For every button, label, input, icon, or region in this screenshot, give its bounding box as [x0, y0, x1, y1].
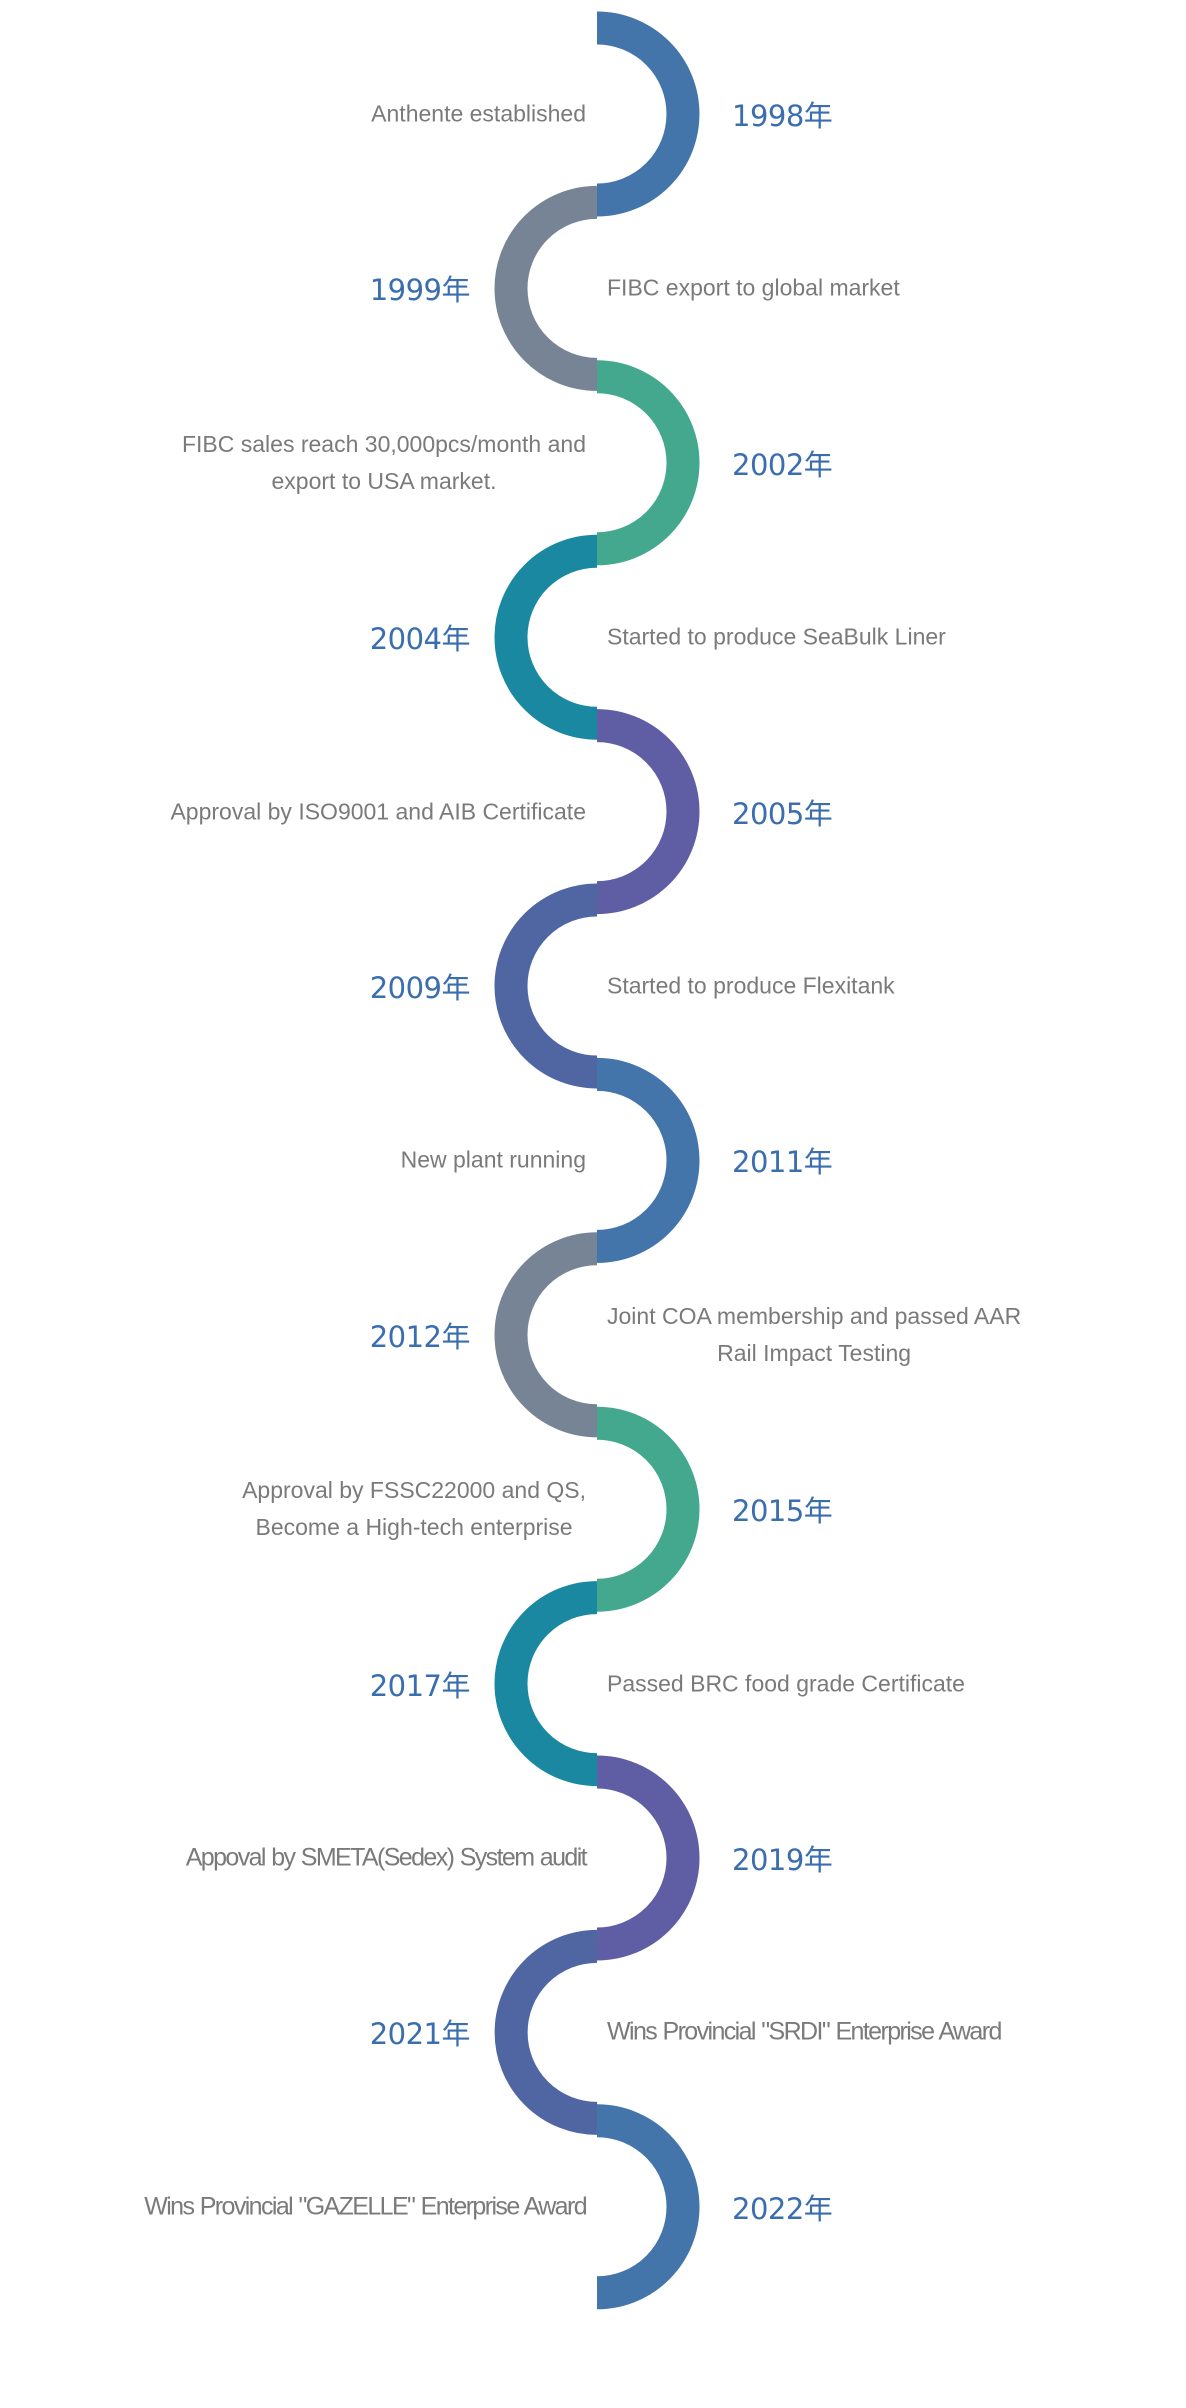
- description-line: Become a High-tech enterprise: [255, 1514, 573, 1541]
- description-line: Wins Provincial "GAZELLE" Enterprise Awa…: [144, 2192, 587, 2221]
- description-line: FIBC export to global market: [607, 274, 900, 301]
- timeline-arc-segment: [494, 185, 598, 391]
- timeline-description: Approval by FSSC22000 and QS, Become a Hi…: [242, 1472, 586, 1546]
- description-line: New plant running: [400, 1146, 586, 1173]
- timeline-description: FIBC sales reach 30,000pcs/month and expo…: [182, 426, 586, 500]
- description-line: Approval by ISO9001 and AIB Certificate: [170, 798, 586, 825]
- description-line: export to USA market.: [271, 467, 497, 494]
- timeline-description: New plant running: [401, 1142, 586, 1179]
- timeline-year: 2009年: [369, 971, 471, 1005]
- description-line: Approval by FSSC22000 and QS,: [242, 1477, 586, 1504]
- timeline-year: 1998年: [732, 99, 833, 133]
- timeline-description: Wins Provincial "GAZELLE" Enterprise Awa…: [144, 2188, 587, 2225]
- timeline-description: Anthente established: [371, 96, 586, 133]
- timeline-arc-segment: [596, 1406, 700, 1612]
- timeline-year: 2011年: [732, 1145, 833, 1180]
- timeline-description: Appoval by SMETA(Sedex) System audit: [185, 1840, 588, 1877]
- timeline-arc-segment: [596, 2104, 700, 2310]
- timeline-arc-segment: [494, 1581, 598, 1787]
- timeline-year: 2022年: [732, 2191, 833, 2226]
- timeline-year: 2012年: [369, 1319, 471, 1354]
- timeline-arc-segment: [494, 1929, 598, 2135]
- description-line: Wins Provincial "SRDI" Enterprise Award: [607, 2017, 1002, 2046]
- description-line: Started to produce Flexitank: [607, 972, 895, 999]
- timeline-description: Approval by ISO9001 and AIB Certificate: [170, 793, 586, 830]
- description-line: Anthente established: [371, 100, 586, 127]
- timeline-arc-segment: [596, 1755, 700, 1961]
- timeline-description: Wins Provincial "SRDI" Enterprise Award: [607, 2014, 1002, 2051]
- timeline-year: 2017年: [369, 1668, 471, 1703]
- timeline-arc-segment: [494, 883, 598, 1089]
- description-line: Rail Impact Testing: [717, 1339, 912, 1366]
- timeline-year: 2002年: [732, 447, 833, 482]
- timeline-year: 2019年: [732, 1843, 833, 1877]
- timeline-year: 1999年: [369, 273, 471, 308]
- timeline-description: Started to produce SeaBulk Liner: [607, 619, 946, 656]
- timeline-description: Passed BRC food grade Certificate: [607, 1665, 965, 1702]
- timeline-arc-segment: [596, 709, 700, 915]
- timeline-year: 2005年: [732, 796, 833, 831]
- timeline-year: 2015年: [732, 1494, 833, 1529]
- description-line: Joint COA membership and passed AAR: [607, 1302, 1022, 1329]
- description-line: Appoval by SMETA(Sedex) System audit: [185, 1843, 588, 1872]
- timeline-description: FIBC export to global market: [607, 270, 900, 307]
- timeline-year: 2021年: [369, 2017, 471, 2052]
- description-line: FIBC sales reach 30,000pcs/month and: [181, 430, 586, 457]
- timeline-arc-segment: [596, 11, 700, 217]
- timeline-arc-segment: [494, 534, 598, 740]
- timeline-arc-segment: [494, 1232, 598, 1438]
- timeline-year: 2004年: [369, 622, 471, 657]
- timeline-description: Joint COA membership and passed AAR Rail …: [607, 1298, 1021, 1372]
- description-line: Passed BRC food grade Certificate: [607, 1670, 965, 1697]
- timeline-arc-segment: [596, 1057, 700, 1263]
- description-line: Started to produce SeaBulk Liner: [607, 623, 946, 650]
- timeline-arc-segment: [596, 360, 700, 566]
- timeline-description: Started to produce Flexitank: [607, 968, 895, 1005]
